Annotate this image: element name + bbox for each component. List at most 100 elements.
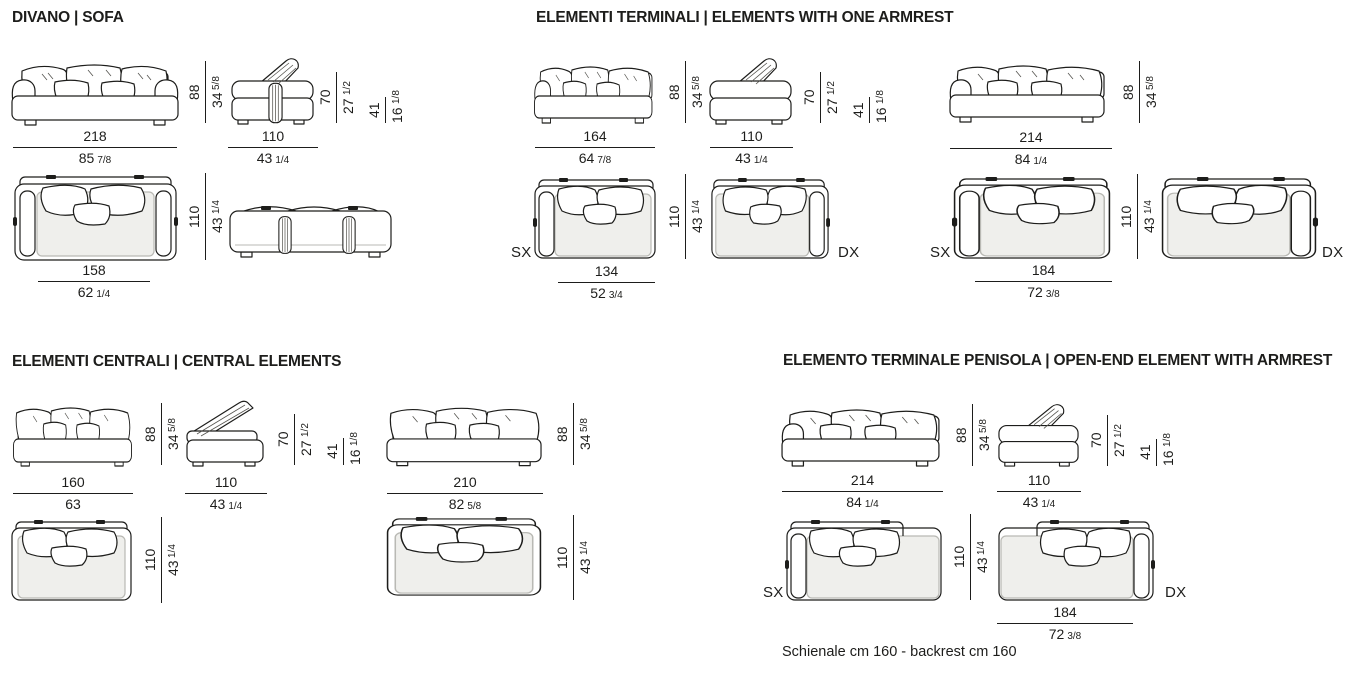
dim-cm: 110 bbox=[666, 205, 682, 228]
dim-cm: 88 bbox=[554, 426, 570, 442]
dim-inch: 271/2 bbox=[340, 81, 356, 114]
section-title-central-elements: ELEMENTI CENTRALI | CENTRAL ELEMENTS bbox=[12, 353, 342, 370]
dim-inch: 161/8 bbox=[1160, 433, 1176, 466]
dim-cm: 110 bbox=[142, 548, 158, 572]
dim-line bbox=[385, 97, 386, 123]
dim-inch: 345/8 bbox=[577, 417, 593, 451]
dim-inch: 431/4 bbox=[1141, 200, 1157, 233]
terminal-small-top-view-dx bbox=[710, 178, 830, 260]
dim-cm: 70 bbox=[801, 89, 817, 106]
dim-cm: 41 bbox=[850, 102, 866, 118]
dim-inch: 63 bbox=[65, 496, 81, 512]
terminal-small-top-view-sx bbox=[533, 178, 657, 260]
dim-inch: 161/8 bbox=[347, 432, 363, 465]
label-sx: SX bbox=[511, 244, 532, 261]
dim-cm: 88 bbox=[666, 84, 682, 100]
dim-cm: 88 bbox=[1120, 84, 1136, 100]
dim-inch: 271/2 bbox=[824, 81, 840, 114]
dim-inch: 345/8 bbox=[165, 417, 181, 451]
terminal-large-front-view bbox=[948, 61, 1108, 123]
dim-line bbox=[161, 517, 162, 603]
central-large-front-view bbox=[385, 402, 543, 467]
dim-line bbox=[535, 147, 655, 148]
dim-inch: 345/8 bbox=[689, 75, 705, 109]
dim-sofa-arm-seat-heights: 70 271/2 41 161/8 bbox=[317, 72, 405, 123]
dim-cm: 110 bbox=[951, 545, 967, 569]
dim-sofa-top-depth: 110 431/4 bbox=[186, 173, 225, 260]
label-sx: SX bbox=[930, 244, 951, 261]
dim-line bbox=[869, 97, 870, 123]
sofa-top-view bbox=[13, 175, 178, 262]
dim-cm: 214 bbox=[1019, 129, 1043, 145]
dim-cm: 110 bbox=[214, 474, 238, 490]
dim-central-large-height: 88 345/8 bbox=[554, 403, 593, 465]
dim-open-end-height: 88 345/8 bbox=[953, 404, 992, 466]
dim-inch: 431/4 bbox=[577, 541, 593, 574]
dim-cm: 184 bbox=[1053, 604, 1077, 620]
section-title-sofa: DIVANO | SOFA bbox=[12, 9, 124, 26]
dim-inch: 431/4 bbox=[974, 540, 990, 574]
dim-cm: 110 bbox=[261, 128, 285, 144]
label-dx: DX bbox=[838, 244, 860, 261]
dim-terminal-small-top-depth: 110 431/4 bbox=[666, 174, 705, 259]
sofa-back-view bbox=[228, 200, 393, 262]
dim-cm: 164 bbox=[583, 128, 607, 144]
central-small-front-view bbox=[12, 402, 133, 467]
dim-central-small-top-depth: 110 431/4 bbox=[142, 517, 181, 603]
dim-line bbox=[975, 281, 1112, 282]
dim-central-arm-seat-heights: 70 271/2 41 161/8 bbox=[275, 414, 363, 465]
dim-inch: 431/4 bbox=[209, 200, 225, 233]
central-large-top-view bbox=[385, 517, 543, 597]
dim-inch: 161/8 bbox=[873, 90, 889, 123]
terminal-large-top-view-sx bbox=[952, 177, 1112, 260]
terminal-side-view bbox=[708, 57, 793, 125]
dim-line bbox=[387, 493, 543, 494]
dim-cm: 110 bbox=[1027, 472, 1051, 488]
dim-open-end-top-depth: 110 431/4 bbox=[951, 514, 990, 600]
dim-cm: 110 bbox=[186, 205, 202, 228]
central-small-top-view bbox=[10, 520, 133, 602]
label-sx: SX bbox=[763, 584, 784, 601]
dim-cm: 110 bbox=[740, 128, 763, 144]
dim-cm: 88 bbox=[186, 84, 202, 100]
dim-cm: 110 bbox=[1118, 205, 1134, 228]
dim-line bbox=[997, 491, 1081, 492]
central-side-view bbox=[185, 395, 267, 467]
dim-line bbox=[573, 403, 574, 465]
dim-line bbox=[161, 403, 162, 465]
dim-line bbox=[972, 404, 973, 466]
dim-cm: 41 bbox=[366, 102, 382, 118]
dim-sofa-height: 88 345/8 bbox=[186, 61, 225, 123]
dim-line bbox=[820, 72, 821, 123]
dim-line bbox=[228, 147, 318, 148]
dim-line bbox=[336, 72, 337, 123]
dim-cm: 41 bbox=[1137, 444, 1153, 461]
terminal-small-front-view bbox=[533, 62, 655, 124]
dim-cm: 214 bbox=[850, 472, 875, 488]
dim-cm: 158 bbox=[82, 262, 106, 278]
dim-cm: 134 bbox=[594, 263, 619, 279]
terminal-large-top-view-dx bbox=[1160, 177, 1318, 260]
dim-line bbox=[1107, 415, 1108, 466]
dim-line bbox=[205, 61, 206, 123]
dim-inch: 271/2 bbox=[298, 423, 314, 456]
dim-line bbox=[294, 414, 295, 465]
open-end-top-view-sx bbox=[785, 520, 943, 602]
label-dx: DX bbox=[1165, 584, 1187, 601]
dim-cm: 218 bbox=[83, 128, 107, 144]
